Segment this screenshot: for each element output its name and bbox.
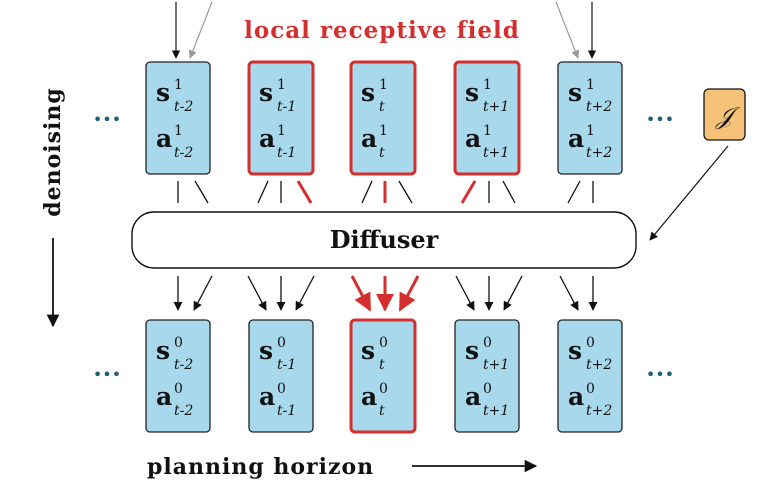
state-symbol-superscript: 0	[277, 335, 286, 351]
state-symbol-superscript: 0	[379, 335, 388, 351]
objective-box	[703, 88, 746, 141]
state-symbol-subscript: t-2	[174, 99, 193, 115]
action-symbol: a	[156, 382, 172, 411]
state-symbol: s	[465, 336, 479, 365]
input-arrows	[171, 1, 597, 59]
action-symbol-subscript: t	[379, 403, 385, 419]
planning-horizon-label: planning horizon	[147, 454, 374, 480]
state-symbol: s	[361, 78, 375, 107]
action-symbol: a	[568, 382, 584, 411]
action-symbol-superscript: 0	[586, 381, 595, 397]
ellipsis-top-left: •••	[93, 110, 121, 129]
state-symbol-superscript: 0	[174, 335, 183, 351]
denoising-label: denoising	[40, 87, 66, 217]
action-symbol-superscript: 1	[174, 123, 183, 139]
state-symbol: s	[156, 78, 170, 107]
state-symbol-superscript: 1	[174, 77, 183, 93]
action-symbol-subscript: t-1	[277, 403, 296, 419]
action-symbol-subscript: t-1	[277, 145, 296, 161]
action-symbol-superscript: 0	[277, 381, 286, 397]
state-symbol-subscript: t+2	[586, 99, 612, 115]
action-symbol: a	[156, 124, 172, 153]
action-symbol-superscript: 0	[483, 381, 492, 397]
action-symbol-subscript: t-2	[174, 145, 193, 161]
lower-connectors	[173, 275, 598, 312]
state-symbol: s	[465, 78, 479, 107]
state-symbol: s	[259, 78, 273, 107]
token-box	[557, 319, 623, 433]
state-symbol-superscript: 1	[483, 77, 492, 93]
ellipsis-bottom-right: •••	[646, 365, 674, 384]
action-symbol-subscript: t+2	[586, 403, 612, 419]
state-symbol-subscript: t+2	[586, 357, 612, 373]
action-symbol-subscript: t	[379, 145, 385, 161]
ellipsis-bottom-left: •••	[93, 365, 121, 384]
action-symbol: a	[465, 382, 481, 411]
state-symbol-subscript: t+1	[483, 99, 509, 115]
token-box	[145, 319, 211, 433]
state-symbol: s	[361, 336, 375, 365]
diffuser-box	[131, 211, 637, 269]
state-symbol-subscript: t	[379, 99, 385, 115]
action-symbol: a	[568, 124, 584, 153]
upper-connectors	[177, 180, 594, 204]
action-symbol-superscript: 1	[277, 123, 286, 139]
token-box	[453, 60, 521, 176]
state-symbol: s	[568, 78, 582, 107]
state-symbol: s	[568, 336, 582, 365]
action-symbol-superscript: 0	[379, 381, 388, 397]
objective-arrow	[649, 145, 729, 241]
state-symbol-subscript: t-1	[277, 99, 296, 115]
action-symbol-superscript: 1	[483, 123, 492, 139]
token-box	[248, 319, 314, 433]
diffuser-label: Diffuser	[330, 225, 439, 254]
state-symbol-superscript: 1	[379, 77, 388, 93]
state-symbol: s	[259, 336, 273, 365]
action-symbol-subscript: t+2	[586, 145, 612, 161]
token-box	[349, 60, 417, 176]
action-symbol: a	[259, 382, 275, 411]
token-box	[557, 61, 623, 175]
ellipsis-top-right: •••	[646, 110, 674, 129]
token-box	[145, 61, 211, 175]
action-symbol: a	[361, 382, 377, 411]
action-symbol-subscript: t+1	[483, 145, 509, 161]
action-symbol-subscript: t+1	[483, 403, 509, 419]
receptive-field-label: local receptive field	[244, 17, 520, 44]
state-symbol-subscript: t-1	[277, 357, 296, 373]
action-symbol-subscript: t-2	[174, 403, 193, 419]
action-symbol-superscript: 1	[586, 123, 595, 139]
action-symbol: a	[259, 124, 275, 153]
action-symbol: a	[361, 124, 377, 153]
token-box	[247, 60, 315, 176]
action-symbol-superscript: 1	[379, 123, 388, 139]
state-symbol-superscript: 1	[586, 77, 595, 93]
state-symbol-superscript: 1	[277, 77, 286, 93]
state-symbol-superscript: 0	[586, 335, 595, 351]
state-symbol: s	[156, 336, 170, 365]
state-symbol-subscript: t-2	[174, 357, 193, 373]
state-symbol-subscript: t+1	[483, 357, 509, 373]
action-symbol: a	[465, 124, 481, 153]
action-symbol-superscript: 0	[174, 381, 183, 397]
state-symbol-subscript: t	[379, 357, 385, 373]
token-box	[349, 318, 417, 434]
state-symbol-superscript: 0	[483, 335, 492, 351]
token-box	[454, 319, 520, 433]
